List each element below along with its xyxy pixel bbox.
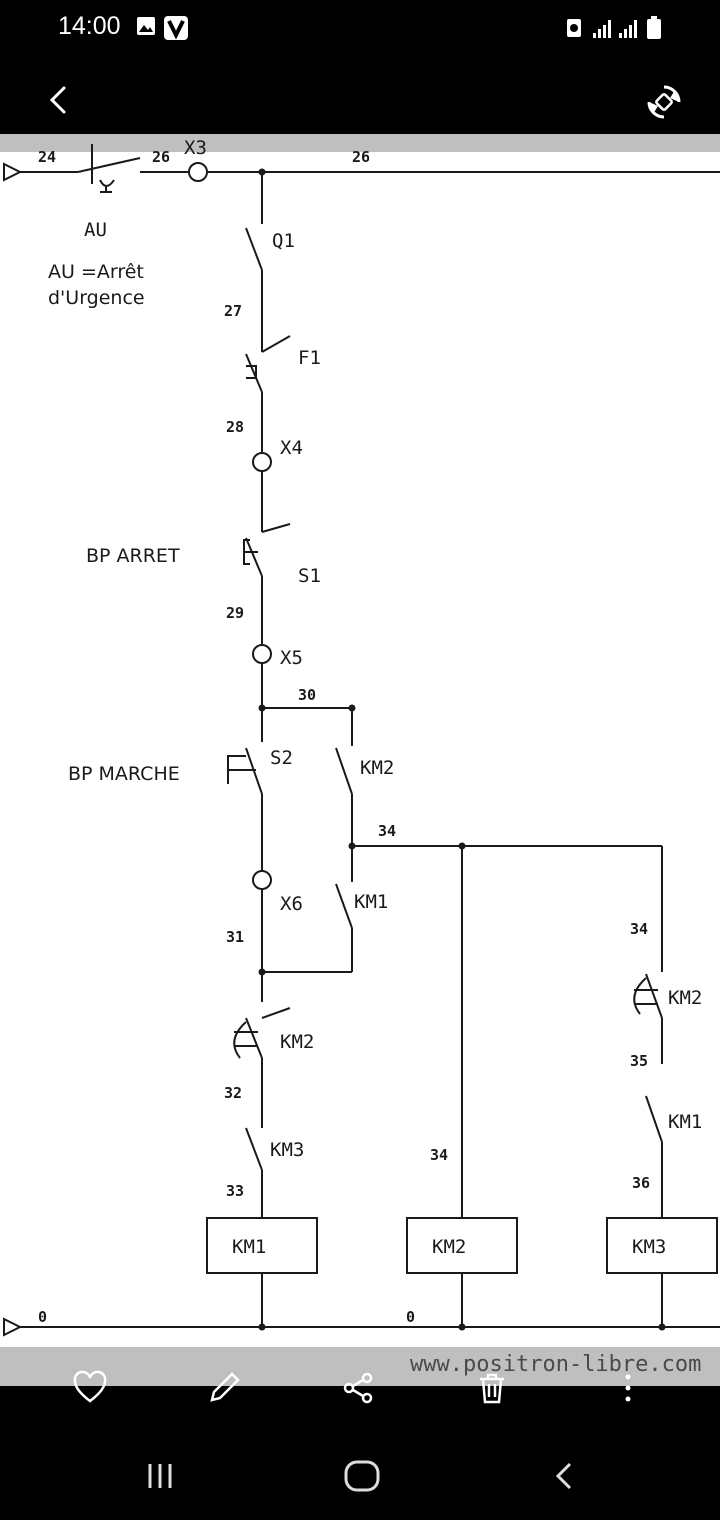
wire-label: 33 <box>226 1182 244 1200</box>
wire-label: 36 <box>632 1174 650 1192</box>
back-icon[interactable] <box>40 82 76 118</box>
status-time: 14:00 <box>58 12 121 40</box>
device-label: Q1 <box>272 230 295 252</box>
device-label: KM1 <box>668 1111 702 1133</box>
battery-icon <box>647 16 661 39</box>
emergency-stop-note: AU =Arrêt <box>48 261 144 283</box>
coil-label: KM3 <box>632 1236 666 1258</box>
status-bar: 14:00 <box>0 0 720 60</box>
start-button-note: BP MARCHE <box>68 763 180 785</box>
wire-label: 27 <box>224 302 242 320</box>
wire-label: 26 <box>352 148 370 166</box>
emergency-stop-note: d'Urgence <box>48 287 145 309</box>
data-saver-icon <box>567 19 581 37</box>
recent-apps-icon[interactable] <box>142 1458 178 1494</box>
back-nav-icon[interactable] <box>548 1458 584 1494</box>
device-label: S1 <box>298 565 321 587</box>
terminal-label: X5 <box>280 647 303 669</box>
device-label: KM2 <box>668 987 702 1009</box>
coil-label: KM2 <box>432 1236 466 1258</box>
wire-label: 0 <box>38 1308 47 1326</box>
gallery-icon <box>137 17 155 35</box>
wire-label: 30 <box>298 686 316 704</box>
action-bar <box>0 1350 720 1426</box>
wire-label: 26 <box>152 148 170 166</box>
wire-label: 0 <box>406 1308 415 1326</box>
wire-label: 34 <box>630 920 648 938</box>
electrical-diagram: 24 26 26 27 28 29 30 34 31 34 35 32 34 3… <box>0 137 720 1347</box>
device-label: F1 <box>298 347 321 369</box>
system-nav-bar <box>0 1436 720 1520</box>
wire-label: 31 <box>226 928 244 946</box>
edit-pencil-icon[interactable] <box>206 1370 242 1406</box>
terminal-label: X6 <box>280 893 303 915</box>
wire-label: 28 <box>226 418 244 436</box>
auto-rotate-icon[interactable] <box>644 82 684 122</box>
home-icon[interactable] <box>342 1458 382 1494</box>
stop-button-note: BP ARRET <box>86 545 180 567</box>
device-label: S2 <box>270 747 293 769</box>
wire-label: 29 <box>226 604 244 622</box>
wire-label: 34 <box>378 822 396 840</box>
wire-label: 35 <box>630 1052 648 1070</box>
wire-label: 24 <box>38 148 56 166</box>
coil-label: KM1 <box>232 1236 266 1258</box>
watermark: www.positron-libre.com <box>410 1352 702 1377</box>
device-label: KM3 <box>270 1139 304 1161</box>
wire-label: 34 <box>430 1146 448 1164</box>
wire-label: 32 <box>224 1084 242 1102</box>
device-label: KM2 <box>280 1031 314 1053</box>
signal-icon <box>619 20 637 38</box>
v-app-icon <box>164 16 188 40</box>
heart-icon[interactable] <box>72 1370 108 1406</box>
terminal-label: X3 <box>184 137 207 159</box>
share-icon[interactable] <box>340 1370 376 1406</box>
image-viewer[interactable]: 24 26 26 27 28 29 30 34 31 34 35 32 34 3… <box>0 134 720 1386</box>
device-label: KM1 <box>354 891 388 913</box>
device-label: KM2 <box>360 757 394 779</box>
viewer-top-bar <box>0 60 720 134</box>
signal-icon <box>593 20 611 38</box>
device-label: AU <box>84 219 107 241</box>
terminal-label: X4 <box>280 437 303 459</box>
trash-icon[interactable] <box>474 1370 510 1406</box>
more-vertical-icon[interactable] <box>610 1370 646 1406</box>
